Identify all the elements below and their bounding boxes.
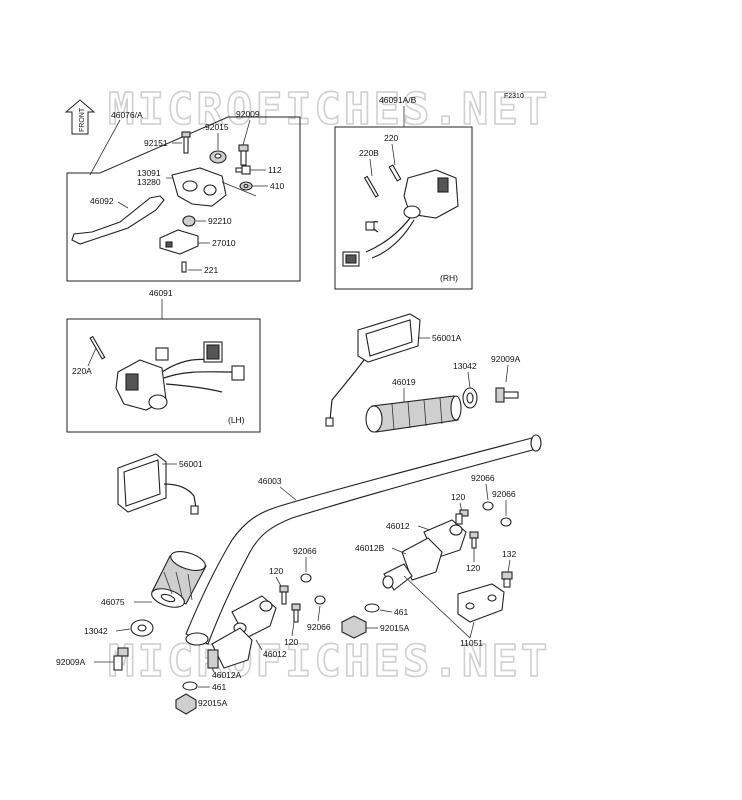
left-switch-wiring-part (155, 341, 245, 393)
right-holder-46012B-part (382, 537, 443, 591)
brake-lever-46092-part (71, 195, 165, 245)
washer-92066-a-part (300, 573, 312, 583)
bolt-120-b-part (469, 531, 479, 549)
washer-92066-d-part (314, 595, 326, 605)
label-46019: 46019 (392, 377, 416, 387)
label-46012-right: 46012 (386, 521, 410, 531)
label-92015A-b: 92015A (198, 698, 228, 708)
left-grip-46075-part (151, 551, 207, 608)
label-56001: 56001 (179, 459, 203, 469)
bolt-132-part (501, 571, 513, 588)
label-13091: 13091 (137, 168, 161, 178)
balancer-13042-top-part (462, 387, 478, 409)
nut-92015A-a-part (341, 615, 367, 639)
right-mirror-part (325, 313, 421, 427)
washer-461-b-part (182, 681, 198, 691)
label-27010: 27010 (212, 238, 236, 248)
label-92009A-top: 92009A (491, 354, 521, 364)
label-56001A: 56001A (432, 333, 462, 343)
label-461-b: 461 (212, 682, 226, 692)
label-92210: 92210 (208, 216, 232, 226)
throttle-grip-46019-part (365, 395, 462, 433)
watermark-top: MICROFICHES.NET (108, 84, 550, 135)
label-rh: (RH) (440, 273, 458, 283)
label-92015A-a: 92015A (380, 623, 410, 633)
bolt-120-c-part (279, 585, 289, 605)
label-92066-a: 92066 (293, 546, 317, 556)
screws-220-part (363, 164, 402, 198)
label-92066-b: 92066 (471, 473, 495, 483)
left-switch-housing-part (115, 359, 168, 411)
washer-461-a-part (364, 603, 380, 613)
screw-92009A-bottom-part (113, 647, 129, 671)
label-92066-d: 92066 (307, 622, 331, 632)
screw-92009-part (238, 144, 249, 166)
label-220: 220 (384, 133, 398, 143)
lever-assembly-box (66, 116, 301, 282)
label-220B: 220B (359, 148, 379, 158)
label-92009: 92009 (236, 109, 260, 119)
stop-switch-27010-part (159, 229, 199, 255)
left-switch-group: 46091 220A (LH) (66, 288, 261, 433)
lever-bracket-part (171, 167, 227, 207)
label-221: 221 (204, 265, 218, 275)
front-label: FRONT (79, 107, 86, 132)
right-switch-wiring-part (342, 217, 415, 267)
bolt-120-d-part (291, 603, 301, 623)
left-switch-box (66, 318, 261, 433)
locknut-92015-part (209, 150, 227, 164)
bracket-11051-part (457, 583, 505, 623)
left-mirror-part (117, 453, 199, 515)
handlebar-46003-part (185, 434, 542, 646)
label-120-a: 120 (451, 492, 465, 502)
washer-92066-c-part (500, 517, 512, 527)
label-132: 132 (502, 549, 516, 559)
label-461-a: 461 (394, 607, 408, 617)
label-46092: 46092 (90, 196, 114, 206)
label-92066-c: 92066 (492, 489, 516, 499)
label-92151: 92151 (144, 138, 168, 148)
screw-221-part (181, 261, 187, 273)
label-46012A: 46012A (212, 670, 242, 680)
bolt-92151-part (181, 131, 191, 154)
label-410: 410 (270, 181, 284, 191)
label-46075: 46075 (101, 597, 125, 607)
label-120-c: 120 (269, 566, 283, 576)
label-13042-bottom: 13042 (84, 626, 108, 636)
diagram-code: F2310 (504, 93, 524, 100)
label-120-b: 120 (466, 563, 480, 573)
bolt-120-a-part (455, 509, 469, 525)
label-46012B: 46012B (355, 543, 385, 553)
label-46091AB: 46091A/B (379, 95, 417, 105)
right-switch-group: 46091A/B 220 220B (RH) (334, 95, 473, 290)
label-46012-left: 46012 (263, 649, 287, 659)
label-11051: 11051 (460, 638, 483, 648)
balancer-13042-bottom-part (130, 619, 154, 637)
lever-assembly-group: 46076/A 92009 92015 92151 13091 13280 (66, 109, 301, 282)
screw-112-part (235, 165, 251, 175)
front-arrow-icon: FRONT (64, 99, 96, 135)
label-220A: 220A (72, 366, 92, 376)
left-holder-46012A-part (207, 627, 253, 669)
label-13042-top: 13042 (453, 361, 477, 371)
label-46091: 46091 (149, 288, 173, 298)
label-92009A-bottom: 92009A (56, 657, 86, 667)
nut-92015A-b-part (175, 693, 197, 715)
label-120-d: 120 (284, 637, 298, 647)
screw-220A-part (89, 335, 106, 360)
label-lh: (LH) (228, 415, 245, 425)
right-switch-housing-part (403, 169, 459, 219)
watermark-bottom: MICROFICHES.NET (108, 636, 550, 687)
screw-92009A-top-part (495, 387, 519, 403)
nut-92210-part (182, 215, 196, 227)
washer-92066-b-part (482, 501, 494, 511)
label-112: 112 (268, 165, 282, 175)
label-13280: 13280 (137, 177, 161, 187)
right-switch-box (334, 126, 473, 290)
label-46003: 46003 (258, 476, 282, 486)
washer-410-part (239, 181, 253, 191)
label-92015: 92015 (205, 122, 229, 132)
label-46076A: 46076/A (111, 110, 143, 120)
